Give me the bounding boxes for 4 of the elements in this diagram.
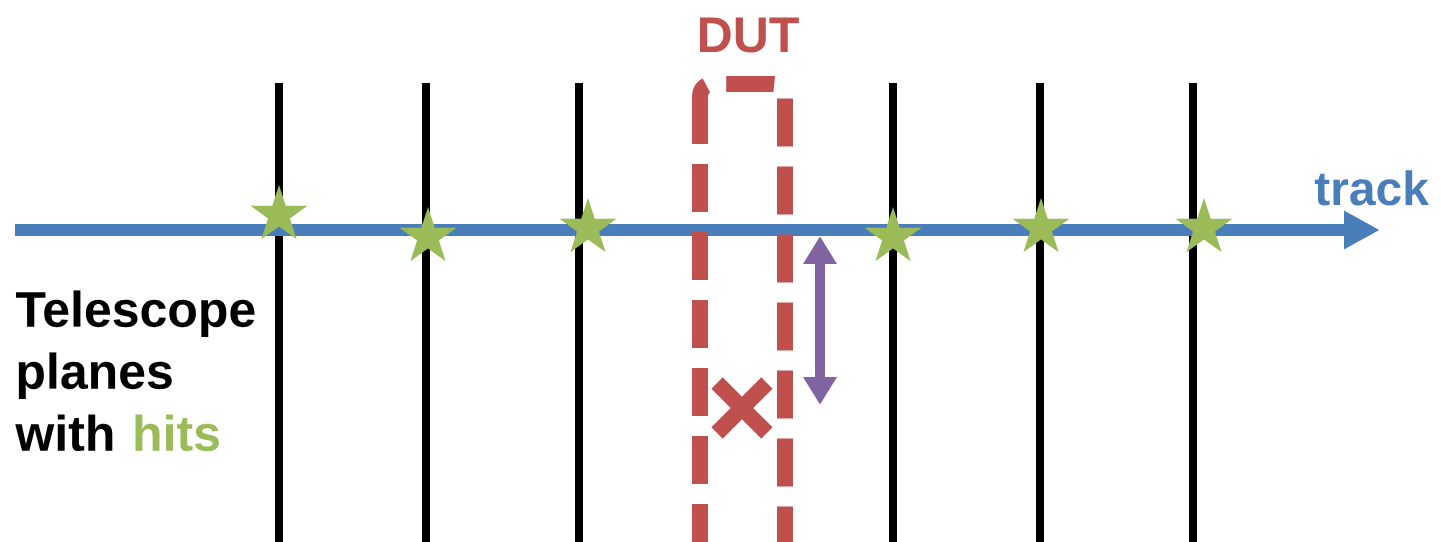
dut-label: DUT	[700, 17, 799, 53]
track-label: track	[1314, 170, 1429, 206]
hits-label: hits	[135, 414, 219, 452]
planes-label: Telescope planes with hits	[15, 290, 255, 452]
